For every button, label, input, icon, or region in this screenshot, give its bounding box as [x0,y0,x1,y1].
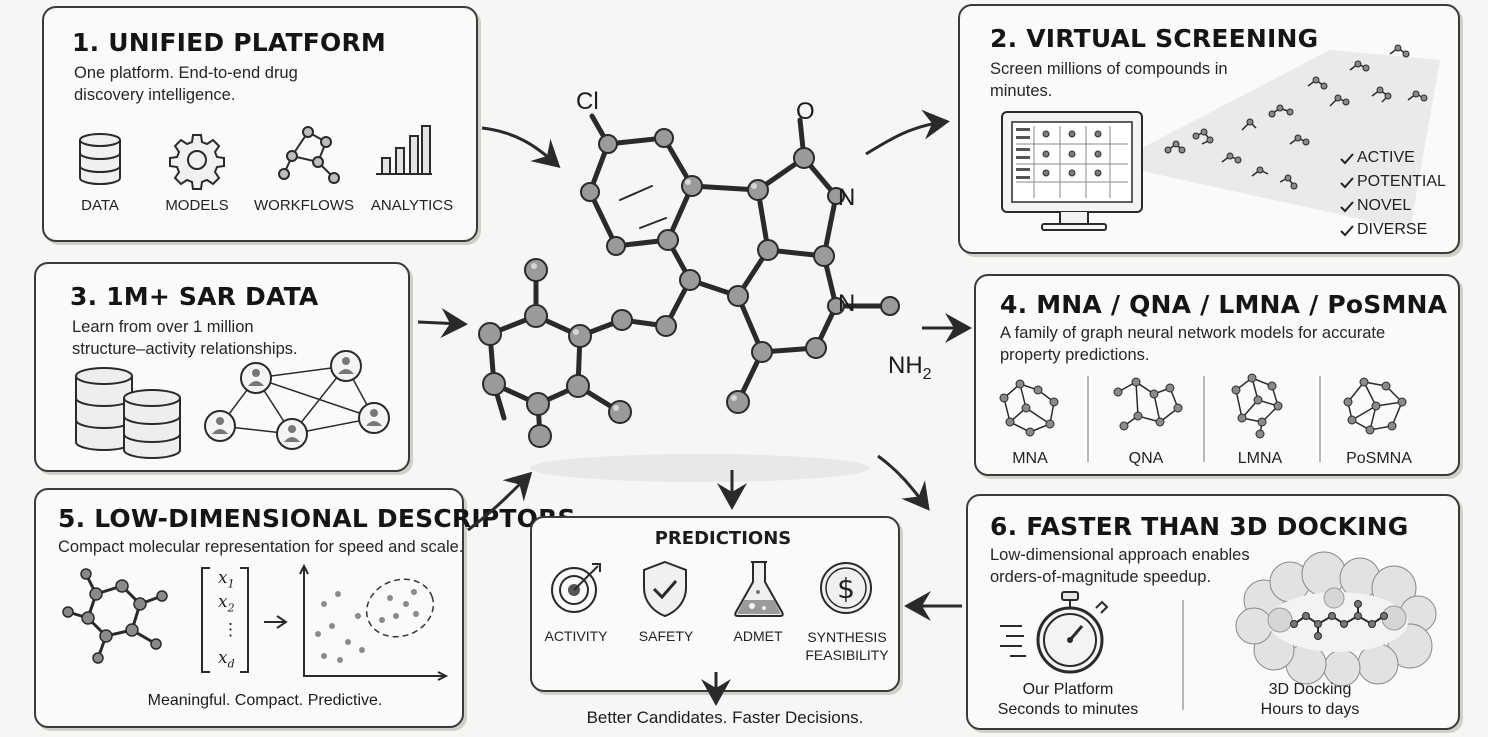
checkmark-icon [1340,200,1354,214]
prediction-label-admet: ADMET [733,628,783,644]
checkmark-icon [1340,224,1354,238]
check-label-diverse: DIVERSE [1357,221,1428,238]
panel-gnn-models [974,274,1460,476]
atom-label-nitrogen-amine: N [838,290,856,317]
check-label-potential: POTENTIAL [1357,173,1446,190]
model-label-qna: QNA [1128,450,1164,467]
nh2-subscript: 2 [922,365,932,383]
arrow-right-icon [262,614,290,630]
platform-speed-title: Our Platform [1022,681,1114,698]
small-molecule-icon [56,566,176,666]
bar-chart-icon [376,122,432,178]
model-graphs-icon [990,372,1450,442]
page-footer-tagline: Better Candidates. Faster Decisions. [586,708,864,727]
item-label-workflows: WORKFLOWS [254,197,354,214]
central-molecule [470,80,970,482]
scatter-plot-icon [296,564,446,682]
dollar-coin-icon: $ [818,560,874,616]
item-label-data: DATA [81,197,119,214]
docking-speed-label: 3D Docking Hours to days [1230,680,1390,720]
vector-sub: d [227,657,235,671]
people-network-icon [202,346,392,460]
shield-check-icon [640,560,690,618]
panel-title-descriptors: 5. LOW-DIMENSIONAL DESCRIPTORS [58,504,576,533]
prediction-label-synthesis: SYNTHESIS FEASIBILITY [804,628,890,664]
predictions-title: PREDICTIONS [654,528,792,549]
item-label-analytics: ANALYTICS [370,197,454,214]
prediction-label-safety: SAFETY [638,628,694,644]
database-stack-icon [72,364,188,464]
check-label-active: ACTIVE [1357,149,1415,166]
atom-label-nitrogen-ring: N [838,184,856,211]
check-label-novel: NOVEL [1357,197,1412,214]
vector-xd: xd [218,648,235,670]
vector-sub: 1 [227,577,235,591]
prediction-label-activity: ACTIVITY [544,628,608,644]
panel-title-sar-data: 3. 1M+ SAR DATA [70,282,319,311]
screening-monitor-icon [990,40,1440,236]
atom-label-nh2: NH2 [888,352,932,384]
platform-speed-label: Our Platform Seconds to minutes [988,680,1148,720]
gear-icon [170,133,224,187]
panel-unified-platform [42,6,478,242]
checkmark-icon [1340,176,1354,190]
model-label-posmna: PoSMNA [1346,450,1412,467]
vector-var: x [218,648,228,668]
panel-desc-virtual-screening: Screen millions of compounds in minutes. [990,60,1228,100]
target-icon [548,560,604,616]
vector-dots: ⋮ [222,620,239,639]
panel-title-virtual-screening: 2. VIRTUAL SCREENING [990,24,1319,53]
database-icon [75,130,125,188]
model-label-lmna: LMNA [1237,450,1283,467]
vector-x2: x2 [218,592,235,614]
stopwatch-icon [996,590,1116,680]
vector-var: x [218,568,228,588]
panel-title-faster-docking: 6. FASTER THAN 3D DOCKING [990,512,1409,541]
panel-desc-descriptors: Compact molecular representation for spe… [58,538,464,556]
workflow-icon [278,124,342,186]
prediction-label-synthesis-line2: FEASIBILITY [805,647,889,663]
model-label-mna: MNA [1012,450,1048,467]
panel-desc-gnn-models: A family of graph neural network models … [1000,324,1386,364]
vector-sub: 2 [227,601,235,615]
platform-speed-value: Seconds to minutes [997,701,1139,718]
flask-icon [732,560,786,618]
vector-bracket [200,566,250,676]
prediction-label-synthesis-line1: SYNTHESIS [807,629,887,645]
svg-text:$: $ [837,572,855,605]
nh2-base: NH [888,352,923,379]
docking-speed-title: 3D Docking [1268,681,1352,698]
panel-desc-faster-docking: Low-dimensional approach enables orders-… [990,546,1250,586]
checkmark-icon [1340,152,1354,166]
item-label-models: MODELS [165,197,229,214]
atom-label-oxygen: O [796,98,815,125]
panel-desc-sar-data: Learn from over 1 million structure–acti… [72,318,298,358]
vector-var: x [218,592,228,612]
divider [1182,600,1184,710]
vector-x1: x1 [218,568,235,590]
descriptors-footer: Meaningful. Compact. Predictive. [147,692,383,709]
docking-speed-value: Hours to days [1260,701,1360,718]
panel-title-gnn-models: 4. MNA / QNA / LMNA / PoSMNA [1000,290,1448,319]
atom-label-chlorine: Cl [576,88,599,115]
panel-title-unified-platform: 1. UNIFIED PLATFORM [72,28,387,57]
protein-pocket-icon [1234,560,1440,684]
panel-desc-unified-platform: One platform. End-to-end drug discovery … [74,64,298,104]
